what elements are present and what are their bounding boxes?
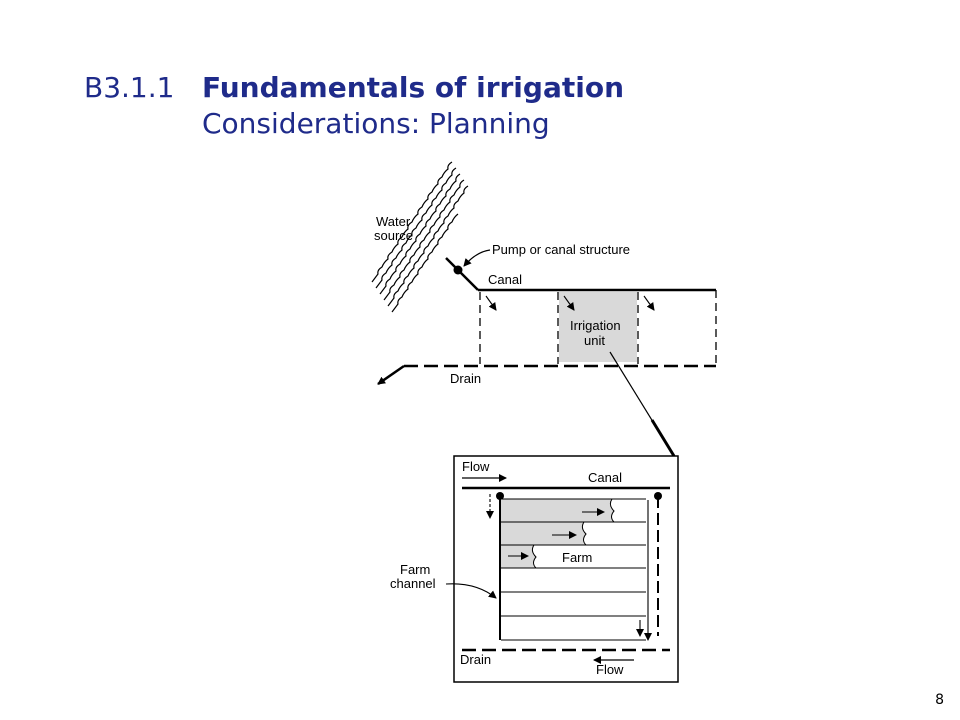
unit-arrow-1 [485, 295, 497, 311]
farm-channel-leader [445, 583, 497, 599]
slide-title: B3.1.1 Fundamentals of irrigation Conside… [84, 70, 624, 142]
flow-top-label: Flow [462, 459, 490, 474]
pump-node [453, 265, 463, 275]
wetting-front-2 [581, 521, 587, 546]
irrigated-strip-1 [501, 499, 614, 522]
section-number: B3.1.1 [84, 71, 175, 104]
pump-pipe [445, 257, 479, 291]
unit-arrow-3 [643, 295, 655, 311]
water-source-label-2: source [374, 228, 413, 243]
detail-box [453, 455, 679, 683]
drain-top-label: Drain [450, 371, 481, 386]
farm-channel-label-1: Farm [400, 562, 430, 577]
drain-detail-label: Drain [460, 652, 491, 667]
page-subtitle: Considerations: Planning [202, 107, 550, 140]
detail-leader-thick [650, 419, 676, 457]
irrigation-unit-boundaries [479, 290, 717, 364]
page-title: Fundamentals of irrigation [202, 71, 624, 104]
drain-outlet [377, 364, 405, 386]
pump-label: Pump or canal structure [492, 242, 630, 257]
wetting-front-3 [531, 544, 537, 569]
wetting-front-1 [609, 498, 615, 523]
field-rows [501, 498, 646, 641]
water-source-waves [371, 161, 469, 313]
irrigated-strip-2 [501, 522, 586, 545]
canal-detail-label: Canal [588, 470, 622, 485]
flow-bottom-label: Flow [596, 662, 624, 677]
page-number: 8 [935, 692, 944, 708]
farm-label: Farm [562, 550, 592, 565]
water-source-label-1: Water [376, 214, 411, 229]
irrigation-unit-label-2: unit [584, 333, 605, 348]
pump-leader [463, 249, 491, 267]
unit-arrow-2 [563, 295, 575, 311]
farm-channel-label-2: channel [390, 576, 436, 591]
irrigation-unit-label-1: Irrigation [570, 318, 621, 333]
canal-top-label: Canal [488, 272, 522, 287]
